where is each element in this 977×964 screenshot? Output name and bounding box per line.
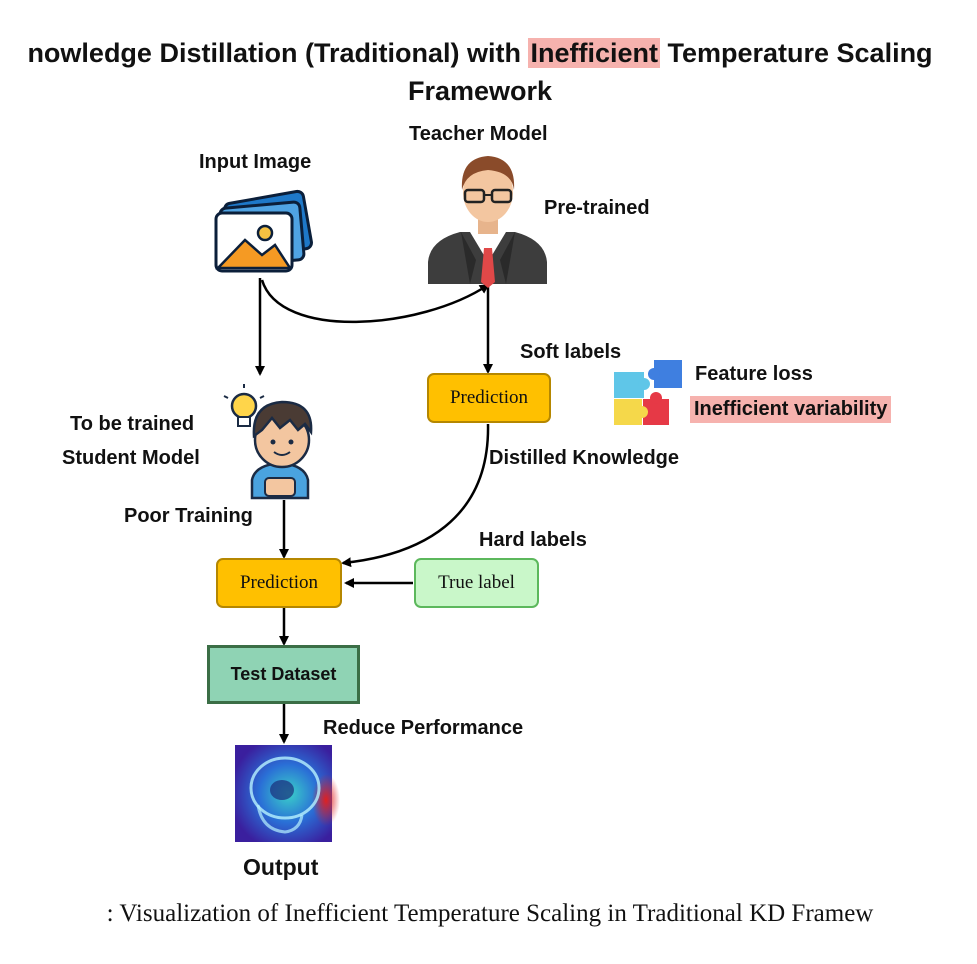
feature-loss-label: Feature loss xyxy=(695,363,813,385)
pre-trained-label: Pre-trained xyxy=(544,197,650,219)
input-image-label: Input Image xyxy=(199,151,312,173)
title-before: nowledge Distillation (Traditional) with xyxy=(27,38,529,68)
true-label-box: True label xyxy=(414,558,539,608)
title-after: Temperature Scaling xyxy=(659,38,933,68)
student-prediction-box: Prediction xyxy=(216,558,342,608)
reduce-performance-label: Reduce Performance xyxy=(323,717,524,739)
output-label: Output xyxy=(243,854,319,880)
title-highlight: Inefficient xyxy=(528,38,660,68)
figure-caption: : Visualization of Inefficient Temperatu… xyxy=(106,900,874,927)
distilled-knowledge-label: Distilled Knowledge xyxy=(489,447,680,469)
test-dataset-box: Test Dataset xyxy=(207,645,360,704)
inefficient-variability-label: Inefficient variability xyxy=(690,396,892,423)
teacher-model-label: Teacher Model xyxy=(409,123,548,145)
arrow-distilled-knowledge xyxy=(341,423,490,568)
teacher-prediction-box: Prediction xyxy=(427,373,551,423)
soft-labels-label: Soft labels xyxy=(520,341,622,363)
title-line2: Framework xyxy=(407,76,553,106)
diagram-title: nowledge Distillation (Traditional) with… xyxy=(0,34,977,110)
student-model-label: Student Model xyxy=(62,447,200,469)
arrow-image-to-teacher xyxy=(260,279,490,324)
poor-training-label: Poor Training xyxy=(124,505,253,527)
to-be-trained-label: To be trained xyxy=(70,413,195,435)
hard-labels-label: Hard labels xyxy=(479,529,587,551)
